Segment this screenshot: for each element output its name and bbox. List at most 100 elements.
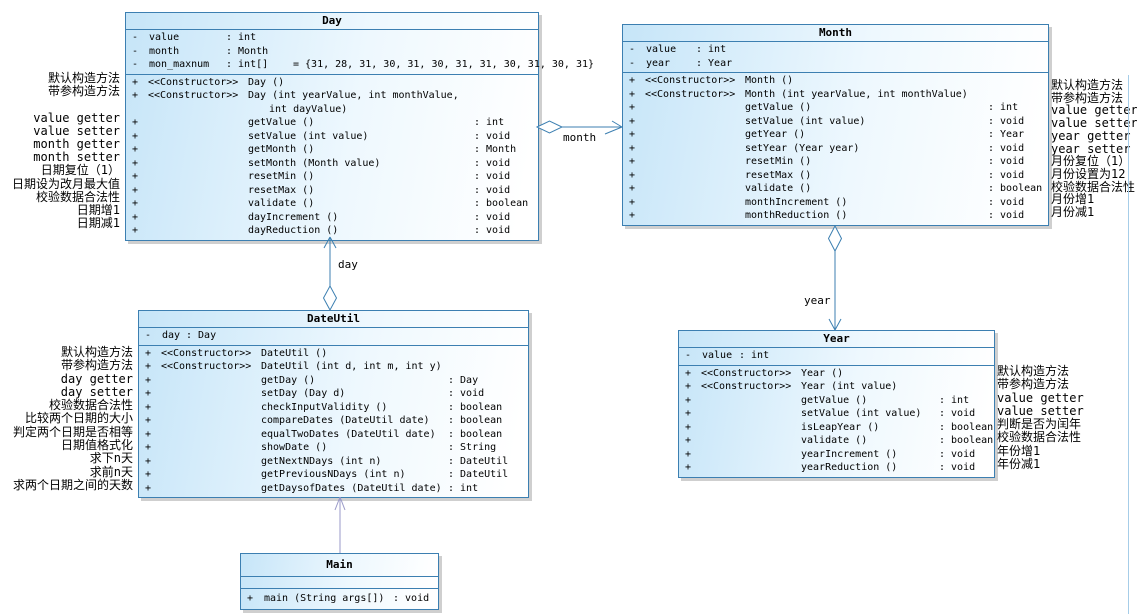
arrowhead (834, 318, 842, 331)
method-row: +main (String args[]): void (247, 593, 430, 604)
method-row: +<<Constructor>>DateUtil (int d, int m, … (145, 361, 442, 372)
method-row: +resetMin (): void (629, 156, 1025, 167)
method-row: +getPreviousNDays (int n): DateUtil (145, 469, 509, 480)
annotation-line: 月份设置为12 (1051, 166, 1126, 181)
method-row: +setValue (int value): void (685, 408, 976, 419)
method-row: +yearIncrement (): void (685, 448, 976, 460)
method-row: +getDay (): Day (145, 374, 479, 386)
class-day-methods: +<<Constructor>>Day ()+<<Constructor>>Da… (126, 75, 538, 240)
annotation-line: 带参构造方法 (997, 377, 1070, 392)
method-row: +<<Constructor>>Month () (629, 75, 794, 86)
method-row: +getValue (): int (629, 102, 1019, 113)
arrowhead (604, 126, 623, 135)
aggregation-month-year[interactable]: year (804, 224, 843, 331)
class-dateutil-methods: +<<Constructor>>DateUtil ()+<<Constructo… (139, 346, 528, 498)
class-month-methods: +<<Constructor>>Month ()+<<Constructor>>… (623, 73, 1048, 225)
annotation-line: 月份增1 (1051, 192, 1095, 207)
attribute-row: -value: int (629, 44, 727, 55)
class-main-attributes (241, 577, 438, 589)
annotation-line: 求两个日期之间的天数 (12, 477, 133, 492)
dependency-main-dateutil[interactable] (334, 496, 346, 553)
annotation-line: value setter (33, 123, 120, 138)
annotation-line: day setter (60, 384, 133, 399)
method-row: +getMonth (): Month (132, 144, 517, 155)
arrowhead (334, 496, 341, 511)
arrowhead (828, 318, 836, 331)
annotation-line: 日期值格式化 (60, 438, 133, 453)
annotation-line: month setter (33, 150, 120, 165)
attribute-row: -month: Month (132, 45, 269, 57)
annotation-line: 求下n天 (89, 451, 133, 466)
annotation-line: 年份增1 (997, 443, 1041, 458)
attribute-row: -mon_maxnum: int[]= {31, 28, 31, 30, 31,… (132, 59, 595, 70)
method-row: +monthReduction (): void (629, 210, 1025, 221)
annotation-line: 带参构造方法 (1051, 90, 1124, 105)
class-main[interactable]: Main +main (String args[]): void (240, 553, 439, 610)
method-row: +resetMin (): void (132, 171, 511, 182)
method-row: +setValue (int value): void (629, 115, 1025, 127)
method-row: +getValue (): int (685, 394, 970, 406)
aggregation-diamond (535, 120, 564, 134)
method-row: +dayIncrement (): void (132, 211, 511, 223)
method-row: +resetMax (): void (132, 184, 511, 196)
class-dateutil[interactable]: DateUtil -day: Day +<<Constructor>>DateU… (138, 310, 529, 498)
arrowhead (611, 120, 623, 128)
annotation-line: 判定两个日期是否相等 (12, 424, 133, 439)
annotation-line: year getter (1051, 128, 1131, 143)
annotation-line: 求前n天 (89, 464, 133, 479)
association-label-year: year (804, 294, 831, 307)
aggregation-dateutil-day[interactable]: day (322, 236, 359, 312)
method-row: +validate (): boolean (685, 435, 994, 446)
annotation-line (12, 98, 120, 111)
method-row: +setYear (Year year): void (629, 142, 1025, 154)
method-row: +compareDates (DateUtil date): boolean (145, 415, 503, 426)
method-row: +validate (): boolean (629, 183, 1043, 194)
attribute-row: -day: Day (145, 330, 217, 341)
annotation-line: value getter (997, 390, 1084, 405)
attribute-row: -value: int (685, 350, 770, 361)
annotation-line: month getter (33, 137, 120, 152)
class-year-attributes: -value: int (679, 348, 994, 366)
method-row: +equalTwoDates (DateUtil date): boolean (145, 428, 503, 440)
annotation-line: 日期设为改月最大值 (11, 176, 120, 191)
annotation-line: day getter (60, 371, 133, 386)
class-year[interactable]: Year -value: int +<<Constructor>>Year ()… (678, 330, 995, 478)
method-row: int dayValue) (269, 103, 348, 115)
class-month-title: Month (623, 25, 1048, 42)
class-dateutil-attributes: -day: Day (139, 328, 528, 346)
aggregation-diamond (322, 284, 338, 312)
aggregation-day-month[interactable]: month (535, 120, 623, 144)
annotation-line: 默认构造方法 (997, 364, 1070, 378)
method-row: +<<Constructor>>Year (int value) (685, 381, 898, 392)
annotation-line: 带参构造方法 (60, 358, 133, 373)
page-edge-line (1128, 75, 1129, 614)
class-month[interactable]: Month -value: int-year: Year +<<Construc… (622, 24, 1049, 226)
method-row: +isLeapYear (): boolean (685, 421, 994, 433)
method-row: +resetMax (): void (629, 169, 1025, 181)
annotation-line: 判断是否为闰年 (997, 417, 1082, 432)
class-year-methods: +<<Constructor>>Year ()+<<Constructor>>Y… (679, 366, 994, 477)
class-year-title: Year (679, 331, 994, 348)
annotation-line: 校验数据合法性 (997, 430, 1082, 445)
association-label-month: month (563, 131, 596, 144)
method-row: +monthIncrement (): void (629, 196, 1025, 208)
method-row: +getDaysofDates (DateUtil date): int (145, 482, 479, 494)
class-month-attributes: -value: int-year: Year (623, 42, 1048, 73)
method-row: +getYear (): Year (629, 129, 1025, 140)
annotation-line: value getter (33, 110, 120, 125)
method-row: +<<Constructor>>Day () (132, 76, 285, 88)
annotation-line: 年份减1 (997, 457, 1041, 472)
attribute-row: -value: int (132, 32, 257, 43)
annotation-line: 默认构造方法 (60, 345, 133, 359)
annotation-line: 日期增1 (76, 203, 120, 218)
annotation-line: 带参构造方法 (47, 84, 120, 99)
class-day[interactable]: Day -value: int-month: Month-mon_maxnum:… (125, 12, 595, 241)
method-row: +setMonth (Month value): void (132, 157, 511, 169)
class-dateutil-title: DateUtil (139, 311, 528, 328)
annotation-line: value getter (1051, 103, 1137, 118)
annotation-line: 日期减1 (76, 216, 120, 231)
